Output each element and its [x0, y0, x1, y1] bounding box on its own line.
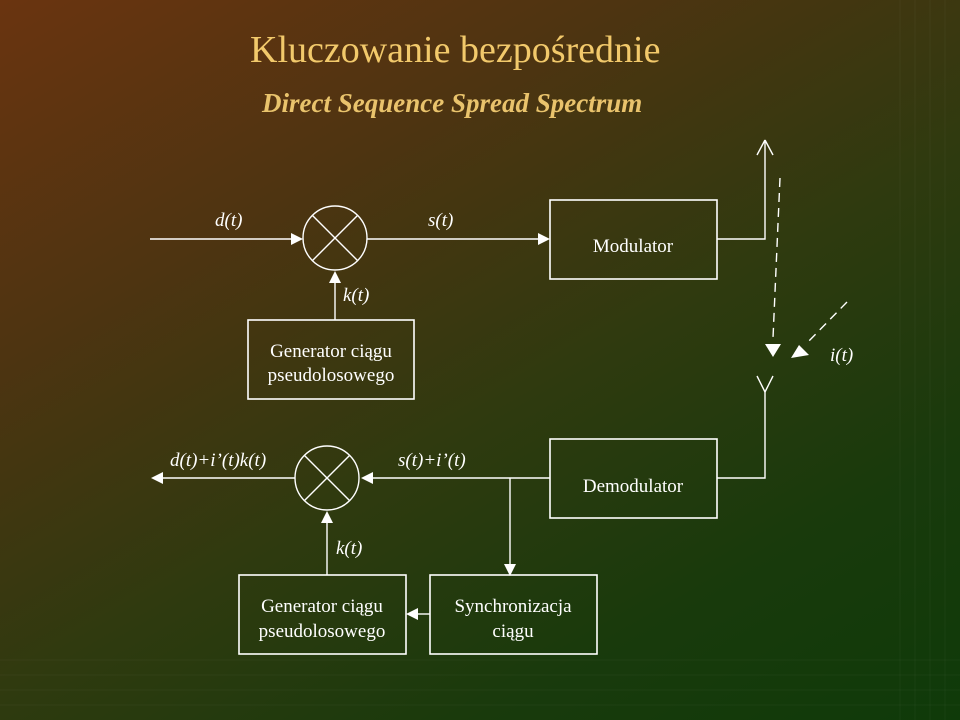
- arrow-down-icon: [765, 344, 781, 357]
- arrow-left-icon: [361, 472, 373, 484]
- tx-generator-box: [247, 319, 415, 400]
- tx-multiplier: [302, 205, 368, 271]
- transmission-path: [772, 177, 781, 339]
- output-signal-label: d(t)+i’(t)k(t): [170, 450, 266, 471]
- antenna-to-demodulator-line: [717, 392, 766, 479]
- multiplier-cross: [303, 454, 351, 502]
- tx-generator-label-line2: pseudolosowego: [268, 365, 395, 386]
- rx-generator-box: [238, 574, 407, 655]
- receive-antenna-icon: [756, 375, 774, 393]
- multiplier-circle: [302, 205, 368, 271]
- channel: i(t): [717, 177, 853, 479]
- arrow-up-icon: [329, 271, 341, 283]
- sync-label-line1: Synchronizacja: [454, 596, 572, 617]
- tx-generator-label-line1: Generator ciągu: [270, 341, 392, 362]
- tx-code-label: k(t): [343, 285, 369, 306]
- received-signal-label: s(t)+i’(t): [398, 450, 466, 471]
- interference-label: i(t): [830, 345, 853, 366]
- arrow-left-icon: [151, 472, 163, 484]
- modulator-label: Modulator: [593, 236, 674, 257]
- interference-path: [805, 301, 848, 345]
- rx-multiplier: [294, 445, 360, 511]
- sync-label-line2: ciągu: [492, 621, 534, 642]
- arrow-right-icon: [291, 233, 303, 245]
- rx-generator-label-line2: pseudolosowego: [259, 621, 386, 642]
- rx-code-label: k(t): [336, 538, 362, 559]
- demodulator-label: Demodulator: [583, 476, 684, 497]
- arrow-down-icon: [504, 564, 516, 576]
- multiplier-cross: [311, 214, 359, 262]
- transmit-antenna-icon: [756, 139, 774, 156]
- arrow-left-icon: [406, 608, 418, 620]
- arrow-down-left-icon: [791, 345, 809, 358]
- input-signal-label: d(t): [215, 210, 242, 231]
- arrow-up-icon: [321, 511, 333, 523]
- spread-signal-label: s(t): [428, 210, 453, 231]
- slide-subtitle: Direct Sequence Spread Spectrum: [262, 88, 643, 118]
- arrow-right-icon: [538, 233, 550, 245]
- slide-title: Kluczowanie bezpośrednie: [250, 29, 661, 71]
- receiver: Demodulator s(t)+i’(t) d(t)+i’(t)k(t) k(…: [151, 438, 718, 655]
- transmitter: d(t) s(t) Modulator k(t): [150, 139, 774, 400]
- rx-generator-label-line1: Generator ciągu: [261, 596, 383, 617]
- modulator-output-line: [717, 140, 766, 240]
